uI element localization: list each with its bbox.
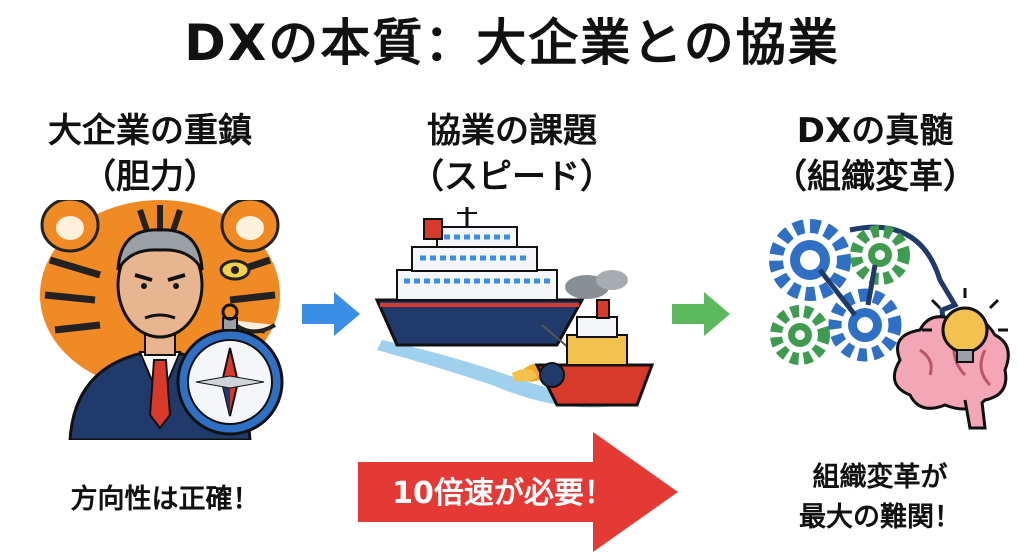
green-arrow-icon xyxy=(672,292,730,336)
tugboat-icon xyxy=(512,270,655,407)
caption-line-1: 組織変革が xyxy=(812,462,948,493)
heading-line-1: 協業の課題 xyxy=(427,111,597,151)
cruise-ship-icon xyxy=(374,207,585,347)
dx-essence-illustration xyxy=(769,219,1010,430)
caption-direction-correct: 方向性は正確！ xyxy=(70,484,260,515)
speed-caption: 10倍速が必要！ xyxy=(392,476,614,511)
compass-icon xyxy=(176,303,284,436)
wave-trail-icon xyxy=(377,340,622,408)
caption-org-change: 組織変革が 最大の難関！ xyxy=(740,458,1020,538)
heading-line-2: （組織変革） xyxy=(773,157,977,197)
heading-line-2: （スピード） xyxy=(410,157,614,197)
challenge-illustration xyxy=(374,207,655,408)
page-title: DXの本質：大企業との協業 xyxy=(184,14,840,72)
column-heading-executive: 大企業の重鎮 （胆力） xyxy=(0,108,300,200)
blue-arrow-icon xyxy=(302,292,360,336)
caption-line-2: 最大の難関！ xyxy=(799,502,961,533)
heading-line-2: （胆力） xyxy=(82,157,218,197)
heading-line-1: 大企業の重鎮 xyxy=(48,111,252,151)
heading-line-1: DXの真髄 xyxy=(796,111,954,151)
column-heading-dx-essence: DXの真髄 （組織変革） xyxy=(725,108,1024,200)
lightbulb-icon xyxy=(922,288,1008,363)
gears-icon xyxy=(769,219,910,365)
executive-illustration xyxy=(40,200,284,440)
red-arrow-icon xyxy=(358,432,678,552)
column-heading-challenge: 協業の課題 （スピード） xyxy=(362,108,662,200)
